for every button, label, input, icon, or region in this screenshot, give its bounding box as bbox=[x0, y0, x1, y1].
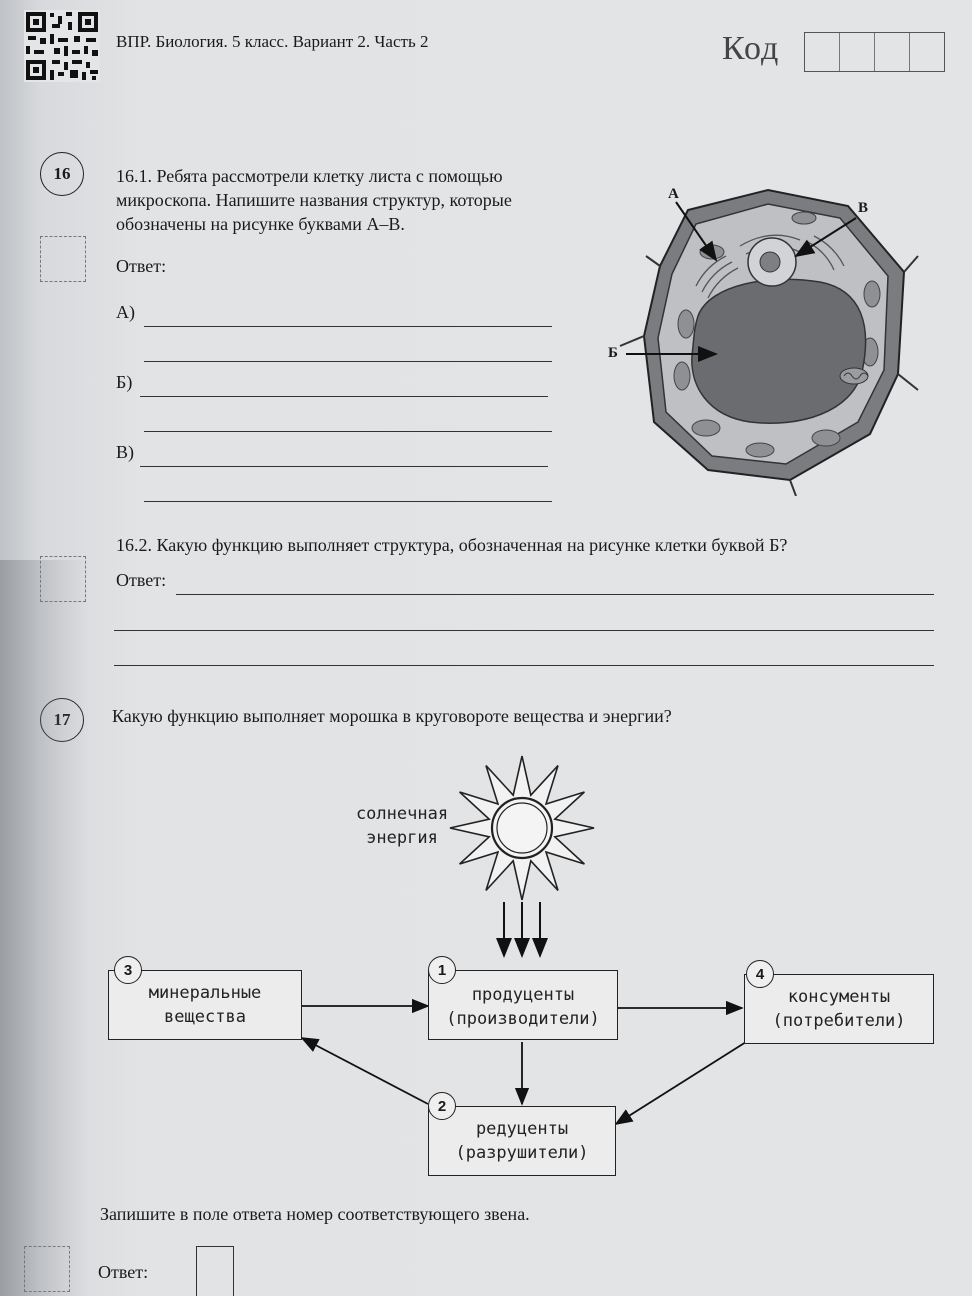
question-number-17: 17 bbox=[40, 698, 84, 742]
question-number-16: 16 bbox=[40, 152, 84, 196]
answer-line-v-1[interactable] bbox=[140, 466, 548, 467]
q16-2-answer-label: Ответ: bbox=[116, 570, 167, 590]
code-input-boxes[interactable] bbox=[804, 32, 945, 72]
energy-flow-diagram bbox=[300, 755, 747, 1125]
node-mineral-substances: минеральные вещества bbox=[108, 970, 302, 1040]
node-consumers: консументы (потребители) bbox=[744, 974, 934, 1044]
vacuole bbox=[691, 278, 867, 424]
node-mineral-line-1: минеральные bbox=[148, 983, 262, 1003]
node-number-badge: 2 bbox=[428, 1092, 456, 1120]
q16-answer-label: Ответ: bbox=[116, 256, 167, 276]
figure-label-a: А bbox=[668, 186, 679, 202]
header-title: ВПР. Биология. 5 класс. Вариант 2. Часть… bbox=[116, 32, 429, 51]
answer-line-b-2[interactable] bbox=[144, 431, 552, 432]
score-box-17[interactable] bbox=[24, 1246, 70, 1292]
q16-1-text: 16.1. Ребята рассмотрели клетку листа с … bbox=[116, 164, 512, 236]
sun-energy-label: солнечная энергия bbox=[348, 802, 456, 850]
answer-line-a-2[interactable] bbox=[144, 361, 552, 362]
q16-2-answer-line-3[interactable] bbox=[114, 665, 934, 666]
node-producers: продуценты (производители) bbox=[428, 970, 618, 1040]
qr-code-icon bbox=[24, 10, 100, 82]
q17-instruction: Запишите в поле ответа номер соответству… bbox=[100, 1204, 530, 1224]
q16-1-text-line-2: микроскопа. Напишите названия структур, … bbox=[116, 190, 512, 210]
node-decomposers: редуценты (разрушители) bbox=[428, 1106, 616, 1176]
node-number-badge: 3 bbox=[114, 956, 142, 984]
plant-cell-figure bbox=[619, 188, 919, 496]
score-box-16-1[interactable] bbox=[40, 236, 86, 282]
figure-label-b: Б bbox=[608, 345, 618, 361]
answer-line-b-1[interactable] bbox=[140, 396, 548, 397]
q16-2-text: 16.2. Какую функцию выполняет структура,… bbox=[116, 535, 788, 555]
q17-answer-box[interactable] bbox=[196, 1246, 234, 1296]
sun-icon bbox=[449, 755, 595, 901]
node-producers-line-1: продуценты bbox=[471, 985, 575, 1005]
figure-label-v: В bbox=[858, 200, 869, 216]
q16-1-text-line-3: обозначены на рисунке буквами А–В. bbox=[116, 214, 405, 234]
answer-item-v-label: В) bbox=[116, 442, 134, 462]
code-label: Код bbox=[722, 30, 780, 67]
node-producers-line-2: (производители) bbox=[446, 1009, 600, 1029]
node-number-badge: 4 bbox=[746, 960, 774, 988]
node-mineral-line-2: вещества bbox=[164, 1007, 246, 1027]
answer-item-a-label: А) bbox=[116, 302, 135, 322]
q16-1-text-line-1: 16.1. Ребята рассмотрели клетку листа с … bbox=[116, 166, 503, 186]
node-number-badge: 1 bbox=[428, 956, 456, 984]
node-consumers-line-2: (потребители) bbox=[772, 1011, 906, 1031]
sun-energy-label-line-2: энергия bbox=[366, 828, 438, 848]
answer-item-b-label: Б) bbox=[116, 372, 133, 392]
q17-question-text: Какую функцию выполняет морошка в кругов… bbox=[112, 706, 672, 726]
q16-2-answer-line-1[interactable] bbox=[176, 594, 934, 595]
q16-2-answer-line-2[interactable] bbox=[114, 630, 934, 631]
answer-line-a-1[interactable] bbox=[144, 326, 552, 327]
sun-energy-label-line-1: солнечная bbox=[355, 804, 449, 824]
node-decomposers-line-2: (разрушители) bbox=[455, 1143, 589, 1163]
node-consumers-line-1: консументы bbox=[787, 987, 891, 1007]
score-box-16-2[interactable] bbox=[40, 556, 86, 602]
q17-answer-label: Ответ: bbox=[98, 1262, 149, 1282]
answer-line-v-2[interactable] bbox=[144, 501, 552, 502]
node-decomposers-line-1: редуценты bbox=[475, 1119, 569, 1139]
